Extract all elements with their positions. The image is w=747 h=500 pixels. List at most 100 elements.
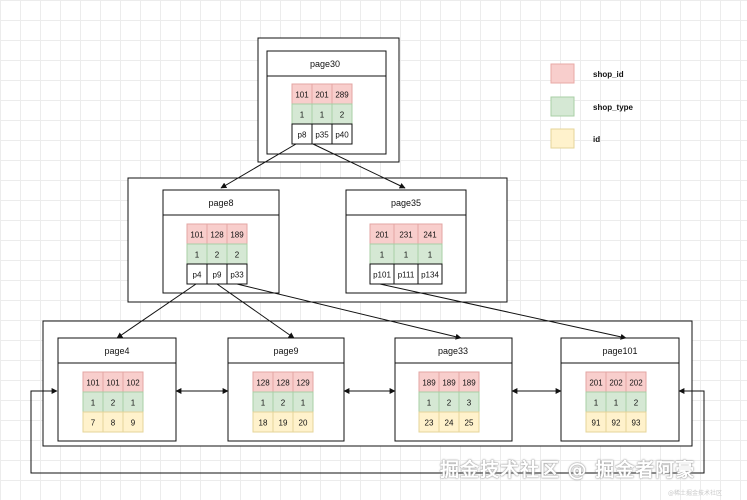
key-cell-value: 20 bbox=[299, 419, 308, 428]
key-cell-value: 2 bbox=[281, 399, 286, 408]
watermark: 掘金技术社区 @ 掘金者阿豪 bbox=[440, 459, 696, 481]
key-cell-value: 91 bbox=[592, 419, 601, 428]
key-cell-value: 1 bbox=[300, 111, 305, 120]
key-cell bbox=[122, 411, 144, 433]
key-cell-value: 2 bbox=[340, 111, 345, 120]
key-cell-value: 1 bbox=[301, 399, 306, 408]
page-title: page101 bbox=[602, 346, 637, 356]
arrow-p9 bbox=[216, 283, 295, 339]
key-cell-value: 2 bbox=[235, 251, 240, 260]
key-cell-value: p8 bbox=[298, 131, 307, 140]
key-cell-value: 128 bbox=[256, 379, 270, 388]
key-cell-value: 93 bbox=[632, 419, 641, 428]
page-title: page9 bbox=[273, 346, 298, 356]
key-cell-value: 2 bbox=[447, 399, 452, 408]
key-cell-value: 19 bbox=[279, 419, 288, 428]
page-node-page8: page8 101 128 189 1 2 2 p4 p9 p33 bbox=[162, 189, 280, 294]
pointer-row-outline bbox=[291, 123, 353, 145]
key-cell-value: 1 bbox=[261, 399, 266, 408]
key-cell-value: 101 bbox=[106, 379, 120, 388]
key-cell bbox=[458, 411, 480, 433]
key-cell-value: p101 bbox=[373, 271, 391, 280]
key-cell-value: 189 bbox=[442, 379, 456, 388]
key-cell-value: 23 bbox=[425, 419, 434, 428]
arrow-p4 bbox=[116, 283, 197, 339]
key-cell-value: 289 bbox=[335, 91, 349, 100]
arrow-p101 bbox=[379, 283, 627, 340]
key-cell-value: 1 bbox=[427, 399, 432, 408]
key-cell-value: 18 bbox=[259, 419, 268, 428]
key-cell-value: 24 bbox=[445, 419, 454, 428]
arrow-p8 bbox=[220, 143, 297, 189]
page-title: page4 bbox=[104, 346, 129, 356]
key-cell-value: p33 bbox=[230, 271, 244, 280]
page-node-page9: page9 128 128 129 1 2 1 18 19 20 bbox=[227, 337, 345, 442]
key-cell-value: 3 bbox=[467, 399, 472, 408]
key-cell-value: 128 bbox=[210, 231, 224, 240]
arrow-p35 bbox=[312, 143, 406, 189]
watermark-small: @稀土掘金技术社区 bbox=[668, 490, 723, 497]
key-cell-value: 25 bbox=[465, 419, 474, 428]
key-cell-value: 1 bbox=[428, 251, 433, 260]
legend-swatch-shop_type bbox=[550, 96, 575, 117]
key-cell-value: 2 bbox=[634, 399, 639, 408]
key-cell-value: 201 bbox=[315, 91, 329, 100]
key-cell-value: 8 bbox=[111, 419, 116, 428]
key-cell-value: p134 bbox=[421, 271, 439, 280]
key-cell-value: 2 bbox=[111, 399, 116, 408]
legend-label-shop_type: shop_type bbox=[593, 103, 634, 112]
leaf-sibling-links bbox=[30, 388, 705, 474]
key-cell-value: 1 bbox=[594, 399, 599, 408]
key-cell-value: 189 bbox=[230, 231, 244, 240]
key-cell-value: 1 bbox=[614, 399, 619, 408]
key-cell-value: 1 bbox=[131, 399, 136, 408]
pointer-arrows bbox=[116, 143, 627, 340]
key-cell-value: 231 bbox=[399, 231, 413, 240]
key-cell-value: 189 bbox=[462, 379, 476, 388]
key-cell-value: 1 bbox=[91, 399, 96, 408]
arrow-p33 bbox=[236, 283, 462, 340]
key-cell-value: 1 bbox=[320, 111, 325, 120]
key-cell-value: 2 bbox=[215, 251, 220, 260]
legend: shop_id shop_type id bbox=[550, 63, 634, 149]
page-node-page35: page35 201 231 241 1 1 1 p101 p111 p134 bbox=[345, 189, 467, 294]
page-title: page30 bbox=[310, 59, 340, 69]
key-cell-value: 202 bbox=[629, 379, 643, 388]
key-cell-value: 241 bbox=[423, 231, 437, 240]
page-title: page8 bbox=[208, 198, 233, 208]
key-cell-value: 1 bbox=[404, 251, 409, 260]
legend-label-shop_id: shop_id bbox=[593, 70, 624, 79]
key-cell-value: 92 bbox=[612, 419, 621, 428]
key-cell-value: 101 bbox=[190, 231, 204, 240]
key-cell-value: p9 bbox=[213, 271, 222, 280]
page-title: page35 bbox=[391, 198, 421, 208]
pointer-row-outline bbox=[369, 263, 443, 285]
page-title: page33 bbox=[438, 346, 468, 356]
key-cell-value: p111 bbox=[398, 271, 415, 280]
legend-swatch-id bbox=[550, 128, 575, 149]
key-cell-value: 201 bbox=[589, 379, 603, 388]
key-cell-value: 102 bbox=[126, 379, 140, 388]
key-cell-value: 189 bbox=[422, 379, 436, 388]
key-cell-value: 201 bbox=[375, 231, 389, 240]
key-cell bbox=[292, 411, 314, 433]
key-cell-value: 9 bbox=[131, 419, 136, 428]
legend-swatch-shop_id bbox=[550, 63, 575, 84]
key-cell bbox=[625, 411, 647, 433]
key-cell-value: p35 bbox=[315, 131, 329, 140]
key-cell-value: p4 bbox=[193, 271, 202, 280]
key-cell-value: 1 bbox=[195, 251, 200, 260]
key-cell-value: 202 bbox=[609, 379, 623, 388]
key-cell-value: 101 bbox=[86, 379, 100, 388]
page-node-page101: page101 201 202 202 1 1 2 91 92 93 bbox=[560, 337, 680, 442]
key-cell-value: 129 bbox=[296, 379, 310, 388]
legend-label-id: id bbox=[593, 135, 600, 144]
key-cell-value: 128 bbox=[276, 379, 290, 388]
key-cell-value: 101 bbox=[295, 91, 309, 100]
key-cell-value: 1 bbox=[380, 251, 385, 260]
